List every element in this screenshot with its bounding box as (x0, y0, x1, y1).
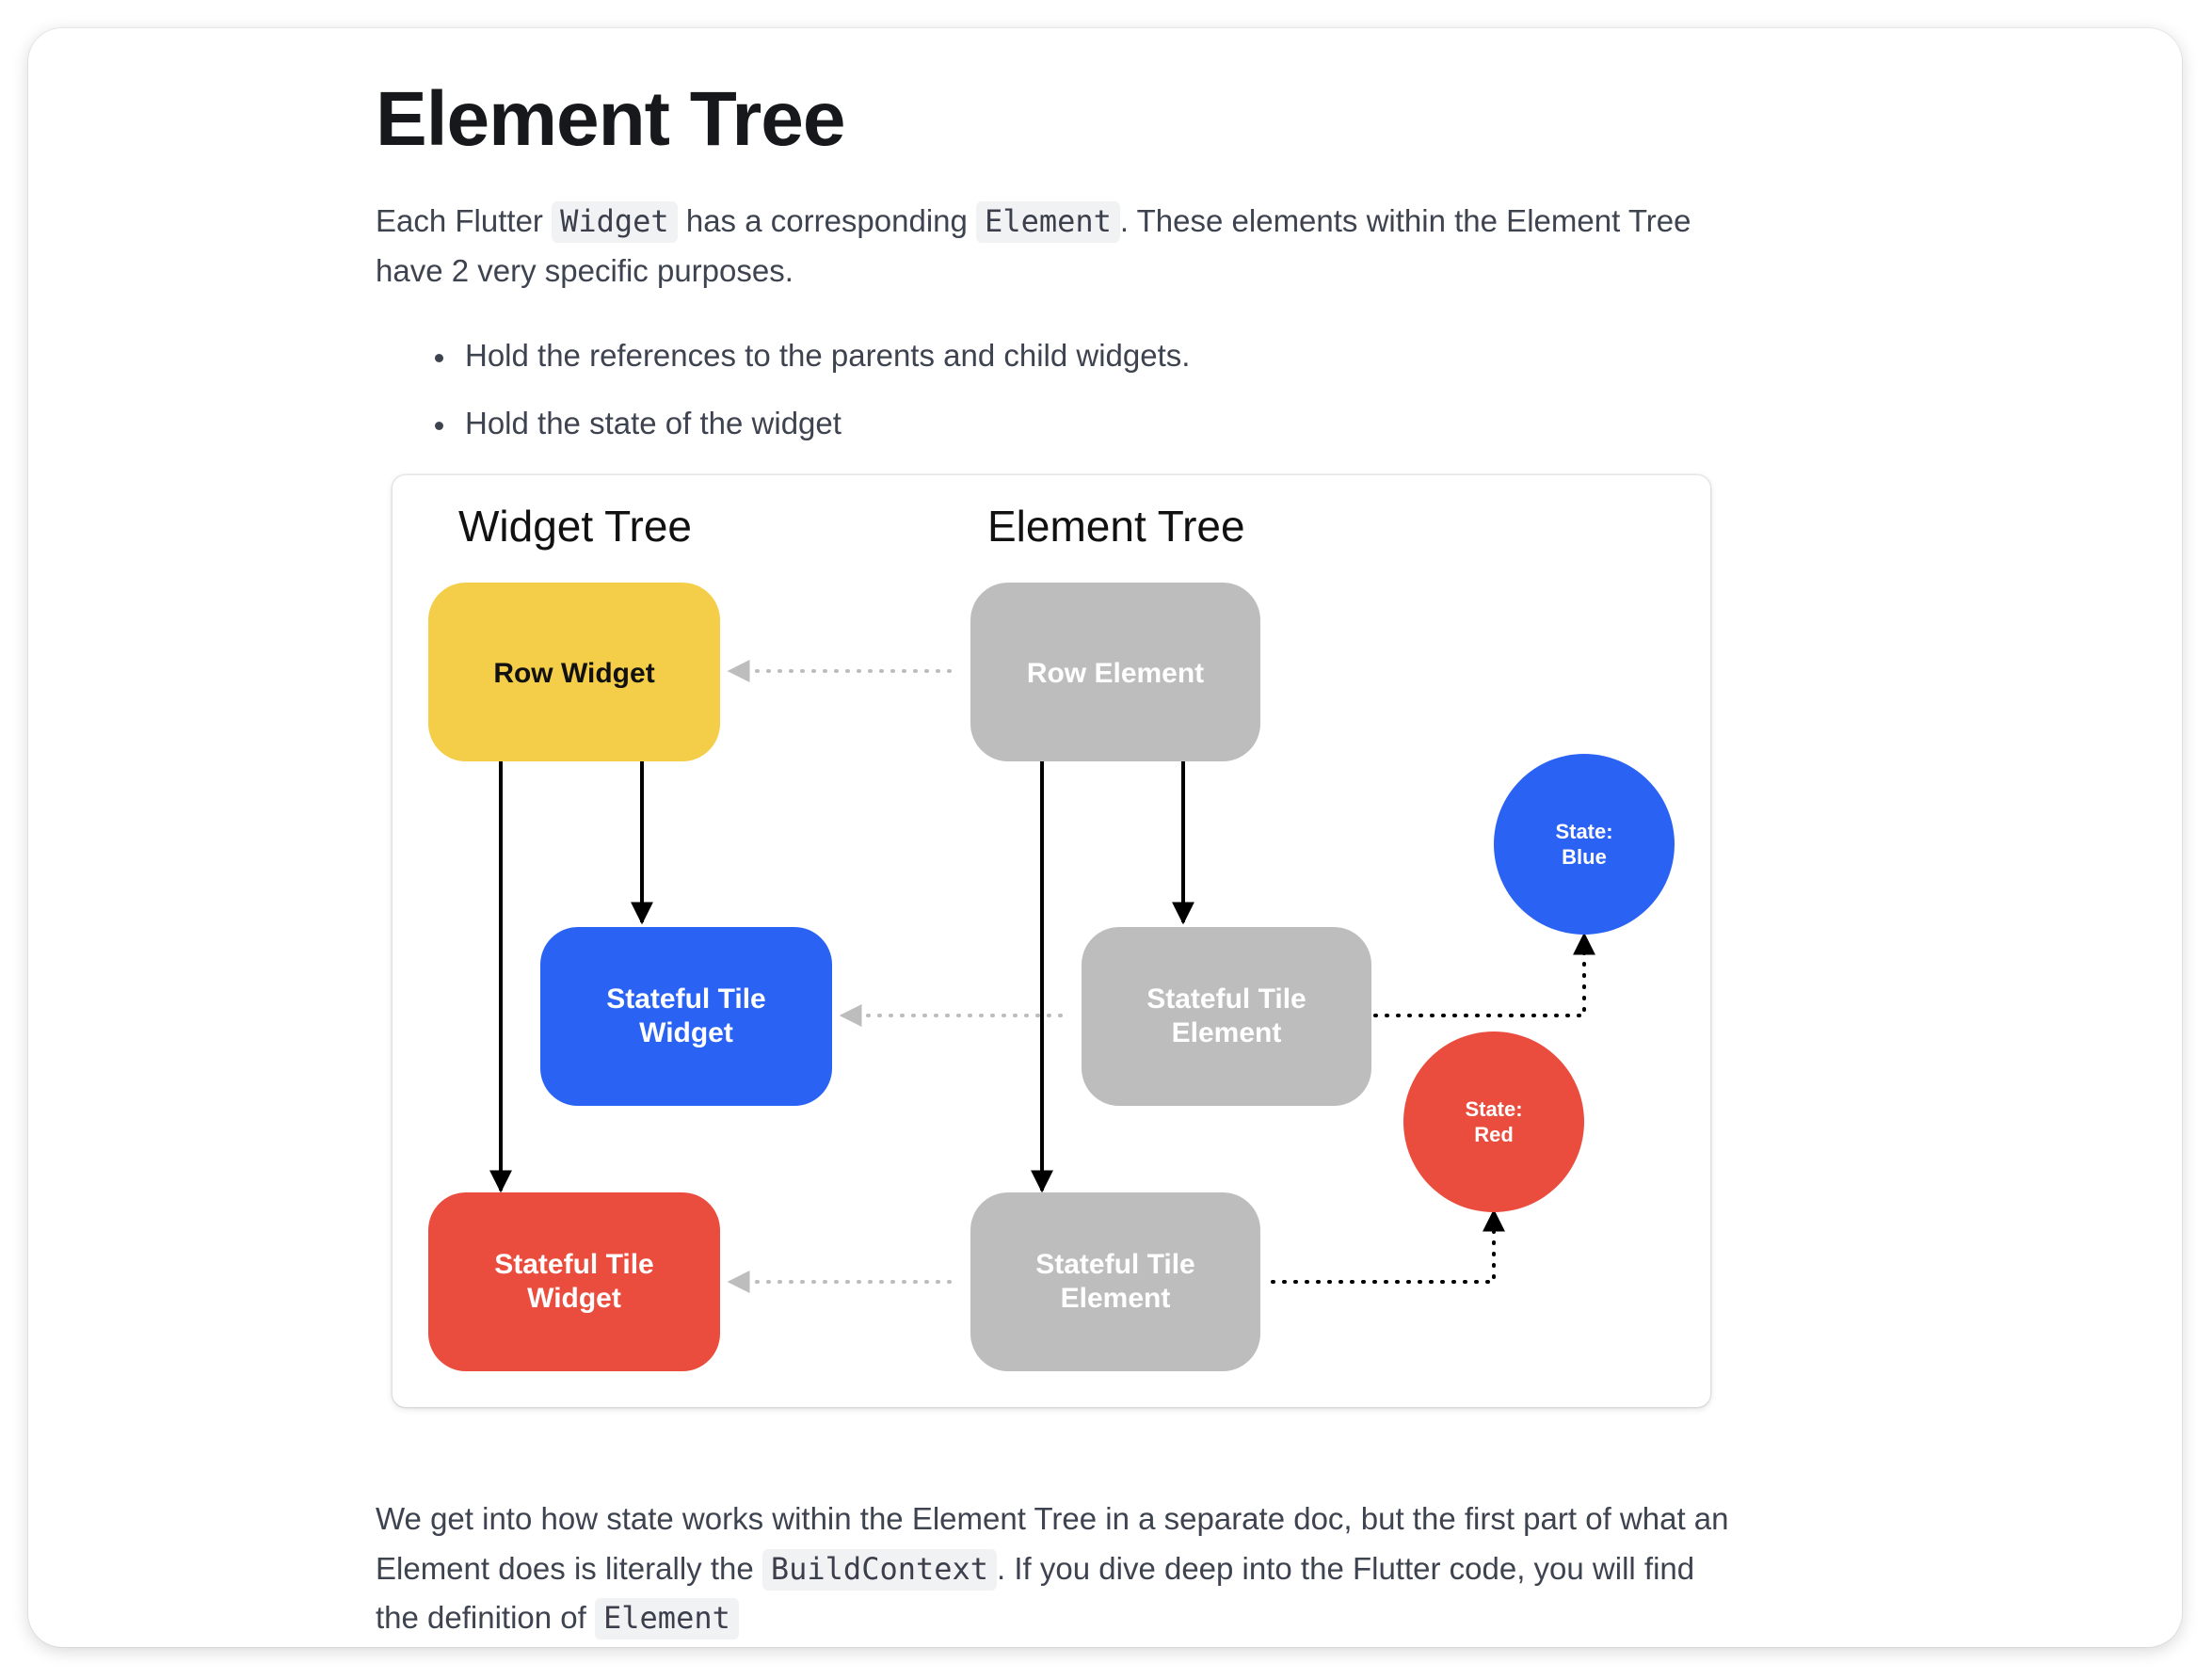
state-arrow-blue (1373, 932, 1595, 1017)
purpose-list: Hold the references to the parents and c… (434, 331, 1190, 467)
state-blue-label-1: State: (1555, 820, 1612, 843)
row-element-node: Row Element (970, 583, 1260, 761)
widget-tree-title: Widget Tree (458, 502, 692, 551)
outro-text-3a: the definition of (376, 1600, 595, 1635)
outro-text-2a: Element does is literally the (376, 1550, 762, 1586)
state-arrow-red (1271, 1208, 1505, 1284)
tile-element-1-label-2: Element (1172, 1017, 1282, 1048)
intro-text-1: Each Flutter (376, 203, 553, 238)
tile-element-2-label-1: Stateful Tile (1035, 1249, 1194, 1280)
element-tree-title: Element Tree (987, 502, 1245, 551)
element-tree-diagram: Widget Tree Element Tree Row Widget (393, 475, 1710, 1407)
tile-element-1-node: Stateful Tile Element (1082, 927, 1371, 1106)
tile-element-2-label-2: Element (1061, 1283, 1171, 1314)
diagram-svg: Widget Tree Element Tree Row Widget (428, 502, 1675, 1371)
row-element-label: Row Element (1027, 658, 1204, 689)
page-title: Element Tree (376, 76, 845, 162)
red-tile-widget-label-2: Widget (527, 1283, 621, 1314)
blue-tile-widget-label-2: Widget (639, 1017, 733, 1048)
state-red-label-1: State: (1465, 1097, 1522, 1121)
document-card: Element Tree Each Flutter Widget has a c… (28, 28, 2182, 1647)
state-blue-label-2: Blue (1562, 845, 1607, 869)
code-buildcontext: BuildContext (761, 1548, 998, 1591)
list-item: Hold the references to the parents and c… (434, 331, 1190, 399)
tile-element-2-node: Stateful Tile Element (970, 1192, 1260, 1371)
red-tile-widget-label-1: Stateful Tile (494, 1249, 653, 1280)
outro-line-1: We get into how state works within the E… (376, 1501, 1729, 1536)
intro-text-2: has a corresponding (677, 203, 977, 238)
intro-paragraph: Each Flutter Widget has a corresponding … (376, 197, 1691, 296)
blue-tile-widget-node: Stateful Tile Widget (540, 927, 832, 1106)
state-red-circle: State: Red (1403, 1031, 1584, 1212)
intro-text-3: . These elements within the Element Tree (1119, 203, 1691, 238)
blue-tile-widget-label-1: Stateful Tile (606, 983, 765, 1015)
red-tile-widget-node: Stateful Tile Widget (428, 1192, 720, 1371)
intro-text-line2: have 2 very specific purposes. (376, 252, 793, 288)
outro-paragraph: We get into how state works within the E… (376, 1495, 1728, 1643)
state-red-label-2: Red (1474, 1123, 1514, 1146)
code-widget: Widget (552, 201, 678, 243)
state-blue-circle: State: Blue (1494, 754, 1675, 935)
tile-element-1-label-1: Stateful Tile (1146, 983, 1306, 1015)
row-widget-node: Row Widget (428, 583, 720, 761)
code-element-2: Element (595, 1598, 739, 1639)
outro-text-2b: . If you dive deep into the Flutter code… (997, 1550, 1695, 1586)
code-element: Element (976, 201, 1120, 243)
list-item: Hold the state of the widget (434, 399, 1190, 467)
row-widget-label: Row Widget (493, 658, 654, 689)
